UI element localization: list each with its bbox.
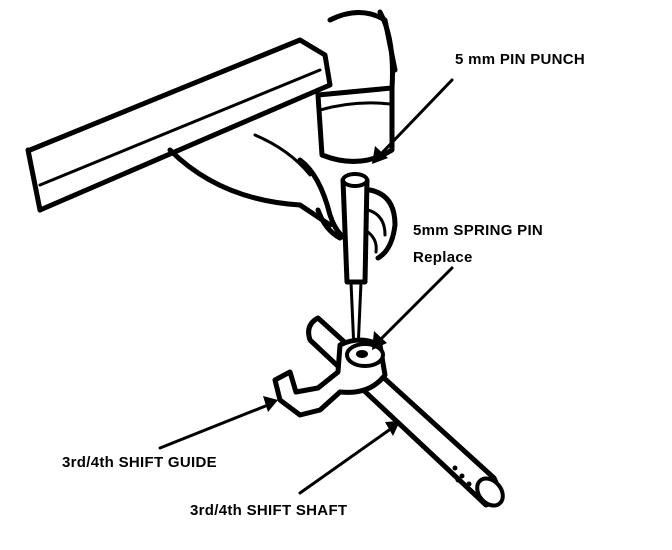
label-pin-punch: 5 mm PIN PUNCH: [455, 51, 585, 68]
arm-illustration: [25, 37, 333, 228]
hammer-illustration: [315, 9, 398, 164]
shift-guide-illustration: [272, 337, 388, 418]
label-spring-pin-replace: Replace: [413, 249, 473, 266]
pin-punch-illustration: [340, 172, 370, 352]
label-shift-shaft: 3rd/4th SHIFT SHAFT: [190, 502, 347, 519]
label-shift-guide: 3rd/4th SHIFT GUIDE: [62, 454, 217, 471]
label-spring-pin: 5mm SPRING PIN: [413, 222, 543, 239]
leader-arrows: [158, 78, 454, 495]
